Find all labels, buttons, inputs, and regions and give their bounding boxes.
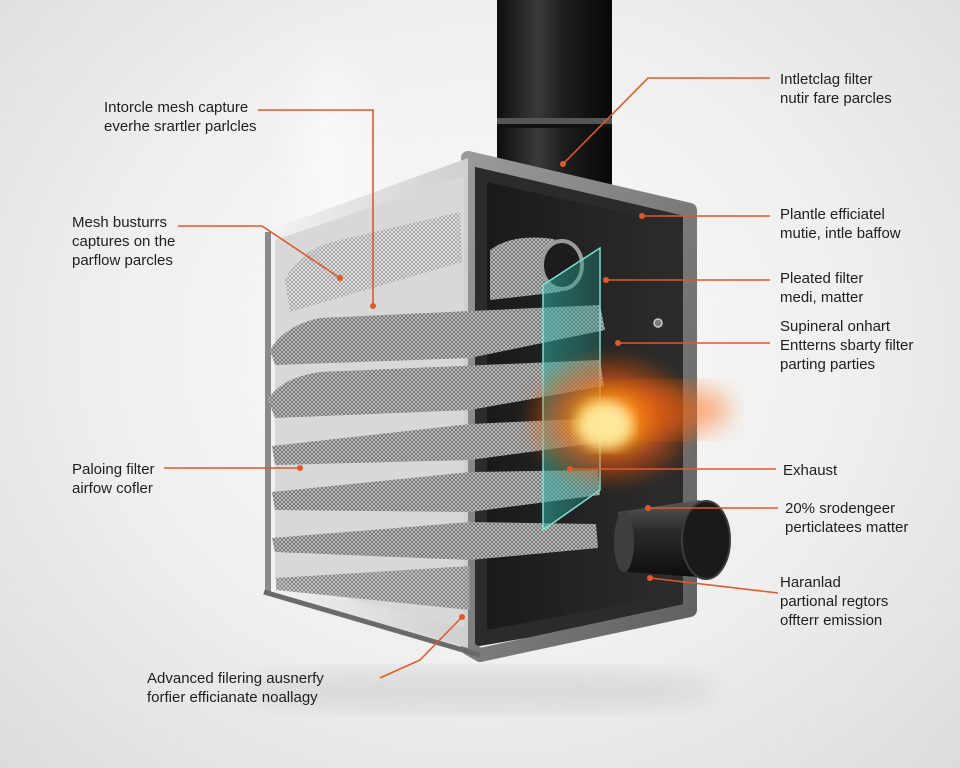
- label-right-emission: Haranlad partional regtors offterr emiss…: [780, 574, 889, 629]
- floor-shadow: [240, 668, 720, 712]
- label-top-left: Intorcle mesh capture everhe srartler pa…: [104, 99, 257, 135]
- leader-top-right: [562, 77, 770, 165]
- label-left-mesh: Mesh busturrs captures on the parflow pa…: [72, 214, 176, 269]
- chimney-stack: [497, 0, 612, 185]
- rivet: [653, 318, 663, 328]
- leader-bottom: [379, 616, 463, 679]
- leader-lines: [164, 77, 779, 679]
- label-bottom: Advanced filering ausnerfy forfier effic…: [147, 670, 324, 706]
- heat-glow: [520, 350, 730, 490]
- exhaust-nozzle: [614, 500, 731, 580]
- label-top-right: Intletclag filter nutir fare parcles: [780, 71, 892, 107]
- leader-right-emission: [649, 577, 779, 594]
- label-left-pleating: Paloing filter airfow cofler: [72, 461, 155, 497]
- label-right-supineral: Supineral onhart Entterns sbarty filter …: [780, 318, 914, 373]
- leader-top-left: [258, 109, 374, 304]
- label-right-exhaust: Exhaust: [783, 462, 838, 479]
- label-right-pleated: Pleated filter medi, matter: [780, 270, 864, 306]
- label-right-baffle: Plantle efficiatel mutie, intle baffow: [780, 206, 901, 242]
- label-right-particulate: 20% srodengeer perticlatees matter: [785, 500, 909, 536]
- leader-left-mesh: [178, 225, 341, 279]
